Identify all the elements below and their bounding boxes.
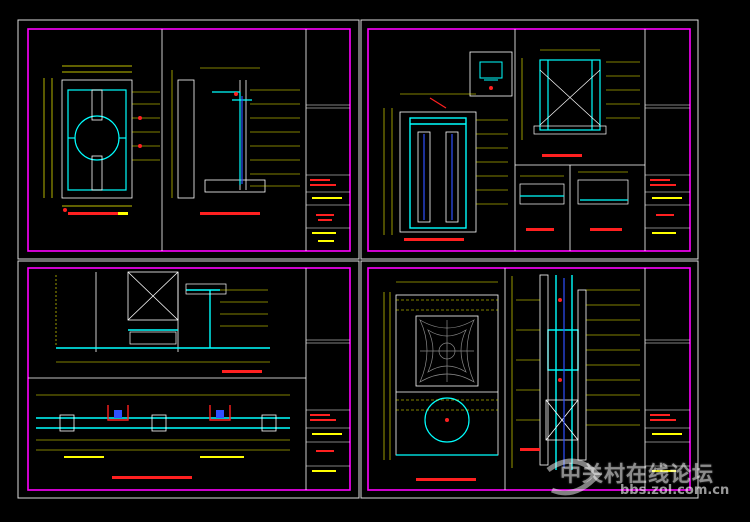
outer-frames: [17, 19, 699, 499]
sheet-bottom-right: [383, 268, 690, 490]
lattice-pattern: [419, 319, 475, 383]
sheet-top-right: [383, 29, 690, 251]
watermark-logo-icon: [546, 458, 602, 496]
sheet-borders: [27, 28, 691, 491]
sheet-top-left: [43, 29, 350, 251]
watermark-site-url: bbs.zol.com.cn: [620, 483, 730, 498]
sheet-bottom-left: [28, 268, 350, 490]
watermark-site-name: 中关村在线论坛: [560, 462, 714, 486]
